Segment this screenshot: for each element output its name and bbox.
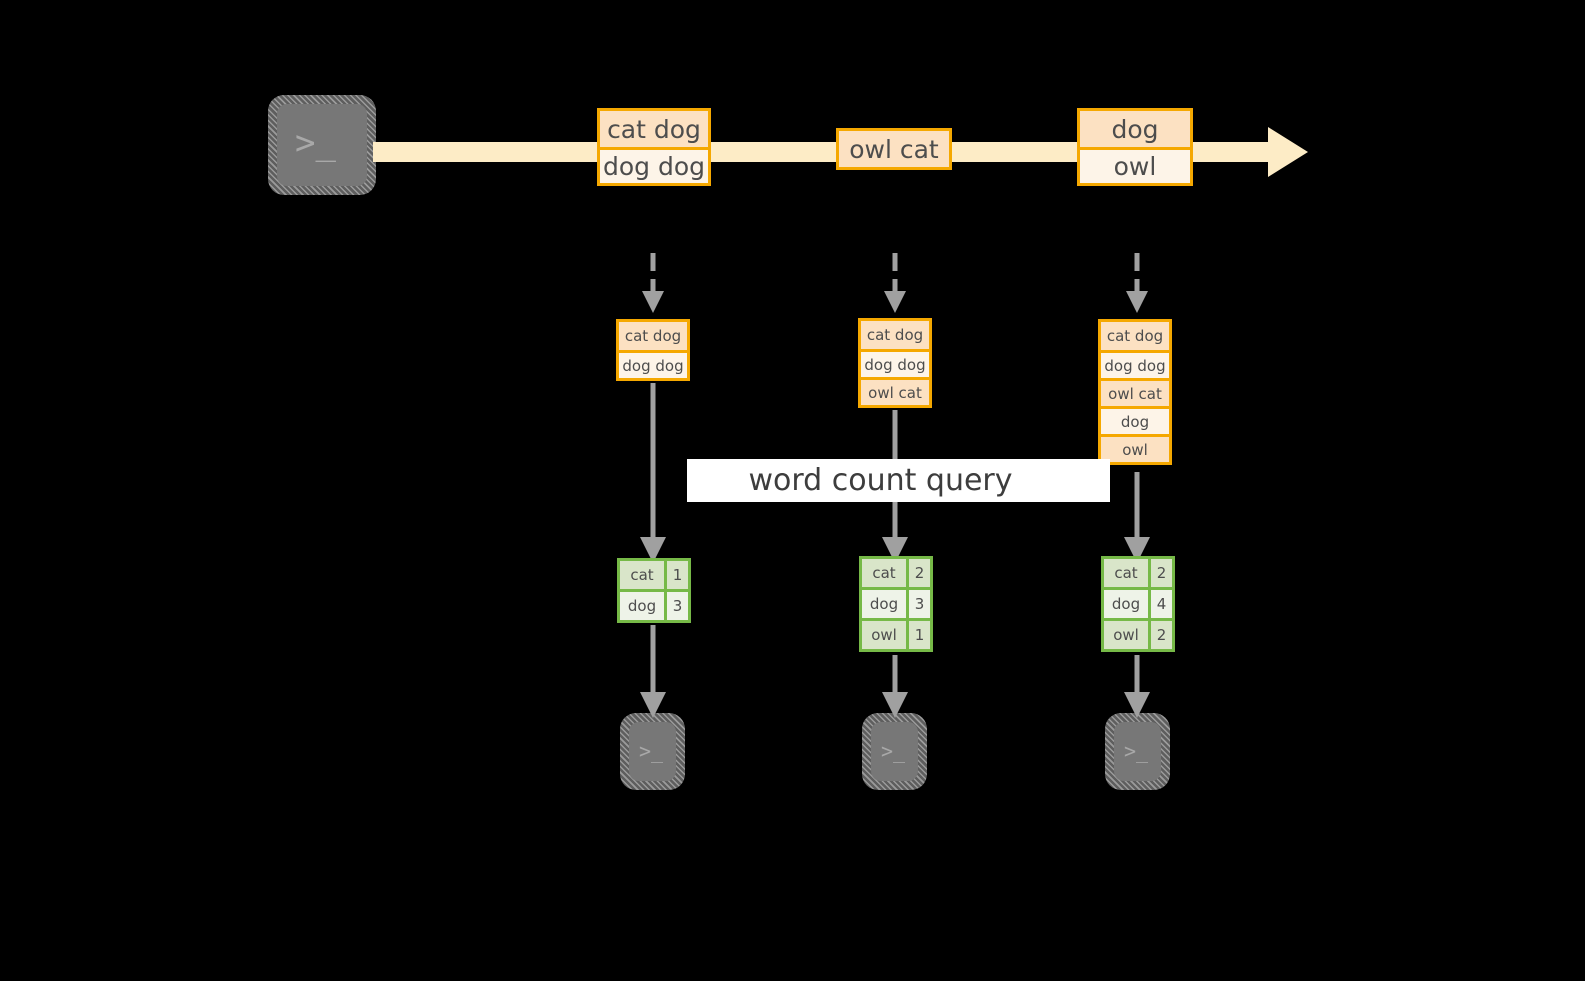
query-connector-3	[1124, 472, 1150, 563]
table-row: dog 3	[862, 587, 930, 618]
snapshot-row: owl cat	[1101, 378, 1169, 406]
result-word: cat	[862, 559, 906, 587]
terminal-icon: >_	[1124, 739, 1149, 763]
terminal-screen	[277, 104, 367, 186]
query-label: word count query	[687, 459, 1110, 502]
stream-event-2[interactable]: owl cat	[836, 128, 952, 170]
result-word: dog	[620, 592, 664, 620]
result-table-2[interactable]: cat 2 dog 3 owl 1	[859, 556, 933, 652]
snapshot-row: cat dog	[619, 322, 687, 350]
terminal-screen	[629, 722, 676, 781]
result-table-1[interactable]: cat 1 dog 3	[617, 558, 691, 623]
result-word: dog	[862, 590, 906, 618]
dashed-connector-1	[642, 253, 664, 313]
snapshot-row: dog dog	[861, 349, 929, 377]
query-label-text: word count query	[748, 463, 1013, 498]
result-word: cat	[620, 561, 664, 589]
result-count: 2	[906, 559, 930, 587]
snapshot-row: owl	[1101, 434, 1169, 462]
sink-terminal-2[interactable]: >_	[862, 713, 927, 790]
terminal-screen	[871, 722, 918, 781]
stream-event-line: cat dog	[600, 111, 708, 147]
result-word: owl	[1104, 621, 1148, 649]
snapshot-3[interactable]: cat dog dog dog owl cat dog owl	[1098, 319, 1172, 465]
table-row: cat 2	[1104, 559, 1172, 587]
snapshot-row: dog	[1101, 406, 1169, 434]
table-row: owl 1	[862, 618, 930, 649]
snapshot-1[interactable]: cat dog dog dog	[616, 319, 690, 381]
table-row: cat 1	[620, 561, 688, 589]
stream-event-line: owl cat	[839, 131, 949, 167]
result-count: 4	[1148, 590, 1172, 618]
result-word: cat	[1104, 559, 1148, 587]
snapshot-row: cat dog	[1101, 322, 1169, 350]
dashed-connector-3	[1126, 253, 1148, 313]
stream-event-1[interactable]: cat dog dog dog	[597, 108, 711, 186]
result-count: 1	[906, 621, 930, 649]
sink-connector-3	[1124, 655, 1150, 718]
sink-connector-1	[640, 625, 666, 718]
table-row: owl 2	[1104, 618, 1172, 649]
terminal-screen	[1114, 722, 1161, 781]
sink-terminal-3[interactable]: >_	[1105, 713, 1170, 790]
result-count: 2	[1148, 621, 1172, 649]
table-row: dog 3	[620, 589, 688, 620]
result-table-3[interactable]: cat 2 dog 4 owl 2	[1101, 556, 1175, 652]
snapshot-row: dog dog	[619, 350, 687, 378]
sink-connector-2	[882, 655, 908, 718]
stream-event-line: dog dog	[600, 147, 708, 183]
result-count: 3	[664, 592, 688, 620]
terminal-icon: >_	[295, 123, 336, 163]
stream-event-line: dog	[1080, 111, 1190, 147]
snapshot-row: cat dog	[861, 321, 929, 349]
snapshot-2[interactable]: cat dog dog dog owl cat	[858, 318, 932, 408]
stream-event-3[interactable]: dog owl	[1077, 108, 1193, 186]
table-row: cat 2	[862, 559, 930, 587]
source-terminal[interactable]: >_	[268, 95, 376, 195]
result-count: 1	[664, 561, 688, 589]
query-connector-1	[640, 383, 666, 563]
result-word: dog	[1104, 590, 1148, 618]
terminal-icon: >_	[639, 739, 664, 763]
result-count: 2	[1148, 559, 1172, 587]
dashed-connector-2	[884, 253, 906, 313]
snapshot-row: dog dog	[1101, 350, 1169, 378]
stream-event-line: owl	[1080, 147, 1190, 183]
terminal-icon: >_	[881, 739, 906, 763]
sink-terminal-1[interactable]: >_	[620, 713, 685, 790]
snapshot-row: owl cat	[861, 377, 929, 405]
table-row: dog 4	[1104, 587, 1172, 618]
result-count: 3	[906, 590, 930, 618]
result-word: owl	[862, 621, 906, 649]
